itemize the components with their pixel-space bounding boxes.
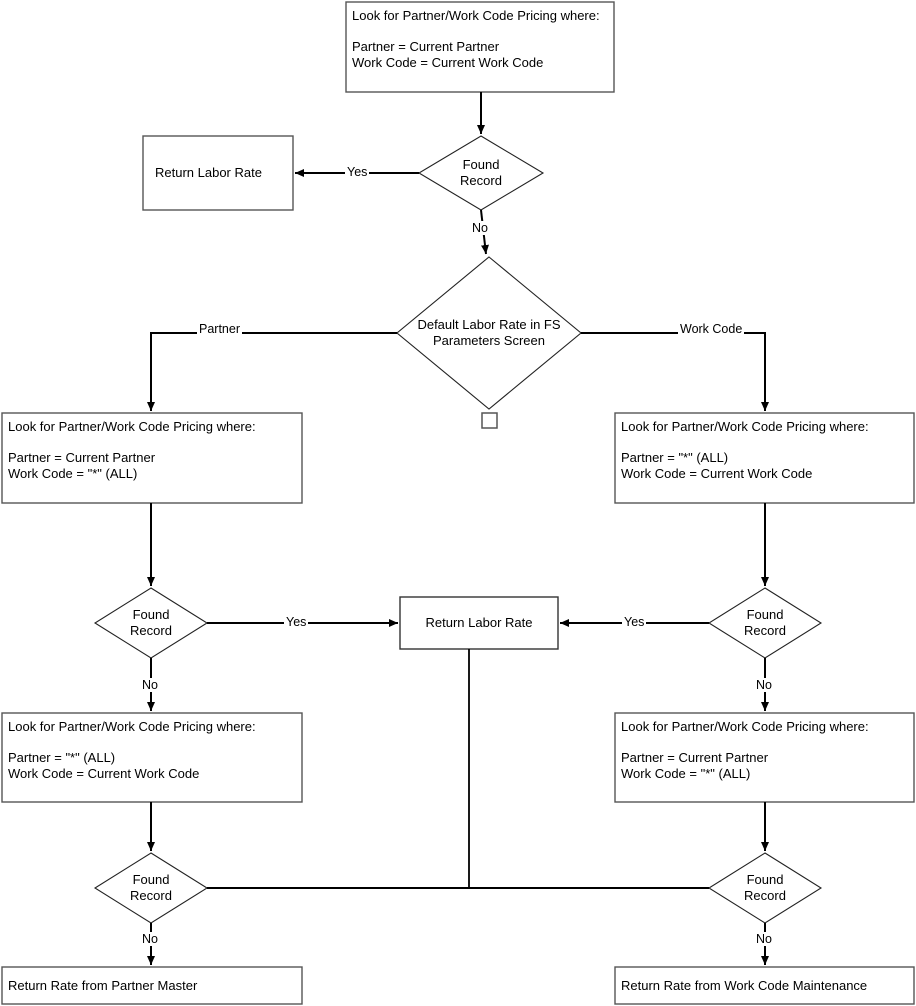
edge-label-top-no: No — [470, 221, 490, 235]
node-top-found-shape — [417, 135, 545, 211]
node-left-found-1-shape — [93, 587, 209, 659]
edge-label-top-yes: Yes — [345, 165, 370, 179]
node-right-return-workcode-shape — [614, 966, 915, 1005]
node-right-found-2-shape — [707, 852, 823, 924]
edge-label-left-no-2: No — [140, 932, 160, 946]
edge-default-to-left-lookup — [147, 332, 397, 411]
node-center-return-shape — [399, 596, 559, 650]
node-right-found-1-shape — [707, 587, 823, 659]
edge-label-left-yes-1: Yes — [284, 615, 309, 629]
edge-default-to-right-lookup — [581, 332, 769, 411]
node-top-return-shape — [142, 135, 294, 211]
node-left-lookup-2-shape — [1, 712, 303, 803]
node-default-rate-shape — [396, 256, 582, 410]
node-right-lookup-2-shape — [614, 712, 915, 803]
edge-label-branch-workcode: Work Code — [678, 322, 745, 336]
node-top-lookup-shape — [345, 1, 615, 93]
edge-label-branch-partner: Partner — [197, 322, 242, 336]
node-left-found-2-shape — [93, 852, 209, 924]
edge-label-left-no-1: No — [140, 678, 160, 692]
edge-label-right-no-2: No — [754, 932, 774, 946]
node-marker-square-shape — [481, 412, 498, 429]
node-right-lookup-1-shape — [614, 412, 915, 504]
node-left-return-partner-shape — [1, 966, 303, 1005]
edge-label-right-no-1: No — [754, 678, 774, 692]
node-left-lookup-1-shape — [1, 412, 303, 504]
edge-label-right-yes-1: Yes — [622, 615, 647, 629]
